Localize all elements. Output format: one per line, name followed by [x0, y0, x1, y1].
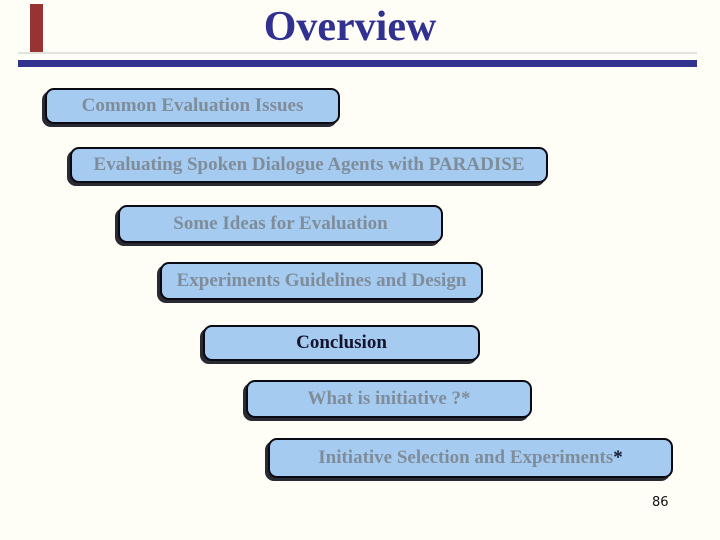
box-label: Evaluating Spoken Dialogue Agents with P… — [93, 154, 525, 175]
title-underline-shadow — [18, 52, 697, 54]
box-label: Some Ideas for Evaluation — [173, 213, 388, 234]
red-accent-bar — [30, 4, 43, 52]
box-label: Initiative Selection and Experiments — [318, 447, 614, 468]
box-label-asterisk: * — [613, 447, 623, 468]
title-underline — [18, 60, 697, 67]
box-initiative-selection-and-experiments: Initiative Selection and Experiments* — [268, 438, 673, 478]
box-label: Experiments Guidelines and Design — [176, 270, 467, 291]
box-conclusion: Conclusion — [203, 325, 480, 361]
box-label: What is initiative ?* — [307, 388, 471, 409]
slide-title: Overview — [263, 4, 437, 50]
box-experiments-guidelines-and-design: Experiments Guidelines and Design — [160, 262, 483, 300]
box-label: Conclusion — [296, 332, 387, 353]
box-what-is-initiative: What is initiative ?* — [246, 380, 532, 418]
box-some-ideas-for-evaluation: Some Ideas for Evaluation — [118, 205, 443, 243]
box-label: Common Evaluation Issues — [81, 95, 304, 116]
page-number: 86 — [652, 495, 669, 510]
box-evaluating-spoken-dialogue-agents: Evaluating Spoken Dialogue Agents with P… — [70, 147, 548, 183]
box-common-evaluation-issues: Common Evaluation Issues — [45, 88, 340, 124]
